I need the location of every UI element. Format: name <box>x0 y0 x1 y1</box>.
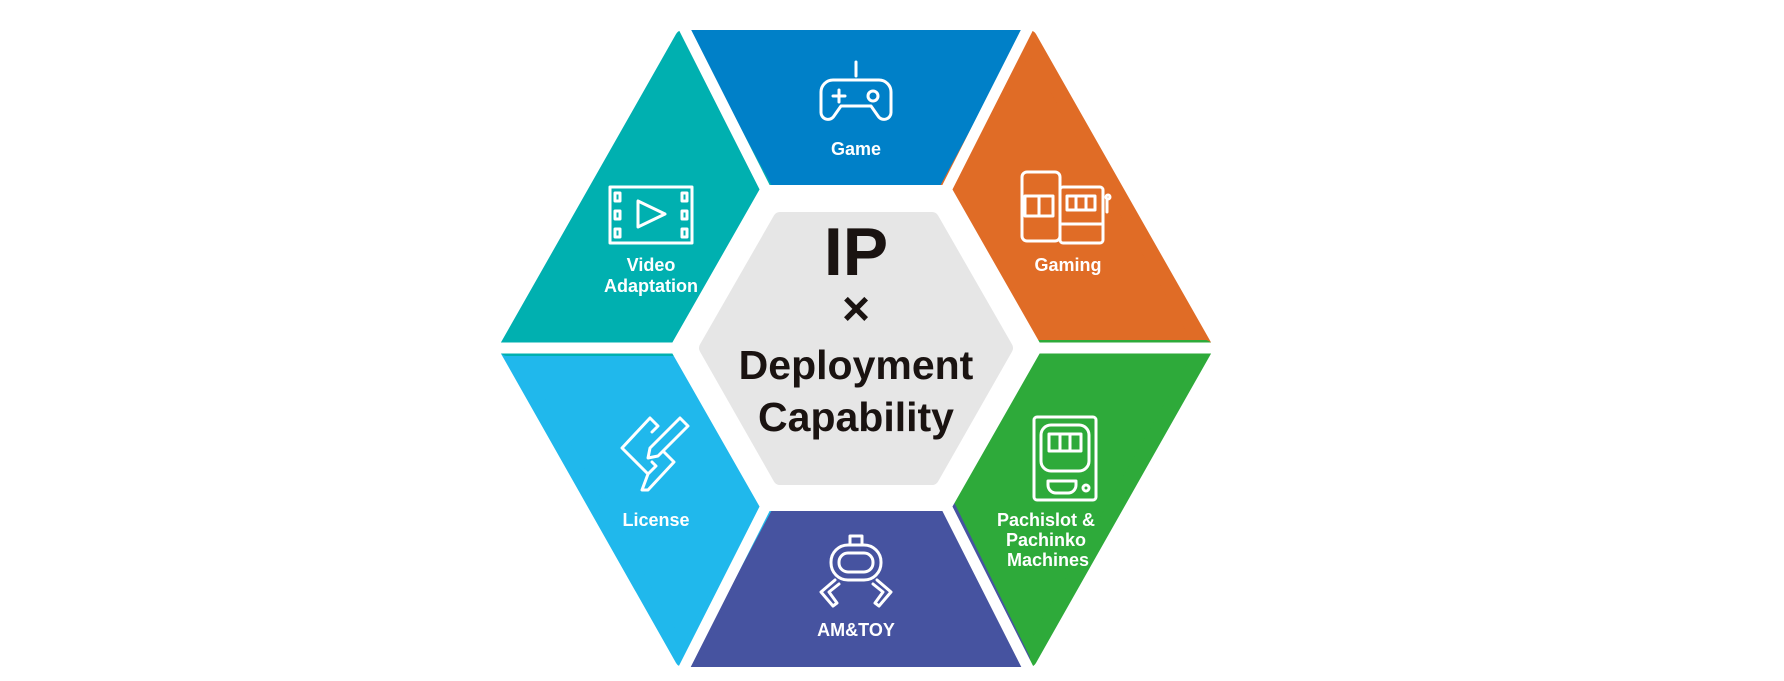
segment-pachislot-label-line2: Pachinko <box>1006 530 1086 550</box>
segment-gaming-label: Gaming <box>1034 255 1101 275</box>
pachinko-machine-icon <box>1032 415 1098 502</box>
center-times-symbol: × <box>842 283 870 336</box>
film-play-icon <box>608 185 694 245</box>
segment-pachislot-label-line1: Pachislot & <box>997 510 1095 530</box>
segment-dividers <box>484 14 1228 681</box>
segment-amtoy-label: AM&TOY <box>817 620 895 640</box>
scroll-pen-icon <box>620 416 690 492</box>
center-hexagon <box>699 212 1013 485</box>
segment-video-label-line2: Adaptation <box>604 276 698 296</box>
crane-claw-icon <box>819 534 893 608</box>
center-title-ip: IP <box>824 214 888 290</box>
segment-video-label-line1: Video <box>627 255 676 275</box>
gamepad-icon <box>819 60 893 121</box>
segment-license-label: License <box>622 510 689 530</box>
center-title-deployment: Deployment <box>739 342 974 388</box>
slot-machine-phone-icon <box>1020 170 1112 245</box>
segment-pachislot-label-line3: Machines <box>1007 550 1089 570</box>
segment-game-label: Game <box>831 139 881 159</box>
center-title-capability: Capability <box>758 394 954 440</box>
